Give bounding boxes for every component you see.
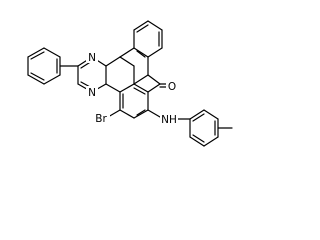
atom-n-bottom: N	[88, 87, 96, 99]
amine-bond	[147, 109, 161, 118]
upper-ring	[105, 47, 161, 93]
atom-oxygen: O	[168, 81, 176, 93]
molecule-svg: N N O Br NH	[27, 20, 233, 147]
benzo-ring	[133, 20, 163, 58]
atom-amine: NH	[161, 114, 177, 126]
atom-n-top: N	[88, 52, 96, 64]
tolyl-ring	[189, 109, 219, 147]
structure-diagram: N N O Br NH	[27, 20, 233, 147]
phenyl-ring	[27, 47, 61, 85]
atom-bromine: Br	[95, 113, 107, 125]
central-ring	[105, 83, 149, 119]
